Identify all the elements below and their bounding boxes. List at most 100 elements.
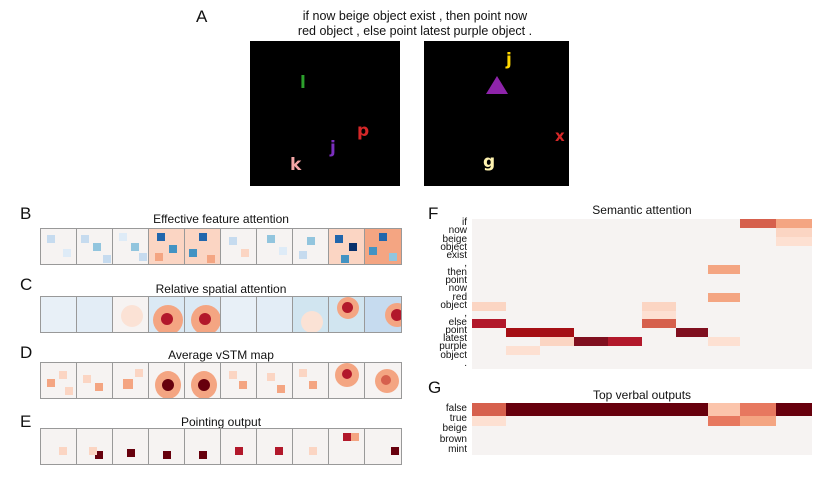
vstm-cell	[76, 362, 113, 399]
panel-label-a: A	[196, 7, 208, 26]
pointing-cell	[364, 428, 402, 465]
semantic-word: point	[445, 324, 467, 336]
feature-cell	[184, 228, 221, 265]
heat-cell	[708, 403, 740, 416]
heat-cell	[472, 319, 506, 328]
verbal-output-label: mint	[448, 443, 467, 455]
scene-letter-x: x	[555, 127, 565, 145]
title-feature-attention: Effective feature attention	[153, 212, 289, 226]
title-pointing-output: Pointing output	[180, 415, 262, 429]
heat-cell	[540, 337, 574, 346]
heat-cell	[776, 219, 812, 228]
heat-cell	[776, 403, 812, 416]
semantic-word: purple	[439, 341, 467, 353]
feature-cell	[148, 228, 185, 265]
instruction-line-2: red object , else point latest purple ob…	[297, 24, 533, 38]
panel-label-g: G	[428, 378, 442, 397]
pointing-cell	[256, 428, 293, 465]
title-spatial-attention: Relative spatial attention	[155, 282, 287, 296]
feature-cell	[76, 228, 113, 265]
scene-letter-k: k	[290, 155, 302, 175]
verbal-output-label: false	[445, 403, 467, 414]
heat-cell	[472, 302, 506, 311]
semantic-word: if	[462, 217, 467, 228]
spatial-cell	[292, 296, 329, 333]
vstm-cell	[328, 362, 365, 399]
semantic-word: ,	[464, 308, 467, 320]
semantic-word: else	[448, 316, 467, 328]
spatial-cell	[112, 296, 149, 333]
spatial-cell	[184, 296, 221, 333]
spatial-cell	[76, 296, 113, 333]
spatial-cell	[328, 296, 365, 333]
heat-cell	[608, 337, 642, 346]
heat-cell	[540, 328, 574, 337]
scene-letter-j: j	[330, 138, 336, 158]
heat-cell	[472, 403, 506, 416]
heat-cell	[506, 346, 540, 355]
verbal-output-label: beige	[442, 423, 467, 435]
semantic-word: red	[452, 291, 467, 303]
heat-cell	[676, 328, 708, 337]
vstm-cell	[220, 362, 257, 399]
spatial-cell	[40, 296, 77, 333]
pointing-cell	[112, 428, 149, 465]
verbal-output-label: brown	[439, 433, 467, 445]
semantic-word-list: if now beige object exist , then point n…	[420, 217, 467, 370]
title-vstm-map: Average vSTM map	[168, 348, 274, 362]
spatial-cell	[220, 296, 257, 333]
heat-cell	[740, 403, 776, 416]
semantic-word: now	[448, 283, 467, 295]
semantic-word: ,	[464, 258, 467, 270]
instruction-line-1: if now beige object exist , then point n…	[302, 9, 528, 23]
feature-cell	[328, 228, 365, 265]
heat-cell	[740, 219, 776, 228]
feature-cell	[40, 228, 77, 265]
feature-cell	[256, 228, 293, 265]
verbal-output-labels: false true beige brown mint	[420, 403, 467, 455]
verbal-outputs-heatmap	[472, 403, 812, 455]
spatial-cell	[256, 296, 293, 333]
heat-cell	[642, 302, 676, 311]
heat-cell	[506, 403, 708, 416]
pointing-output-strip	[40, 428, 402, 466]
heat-cell	[776, 237, 812, 246]
vstm-cell	[40, 362, 77, 399]
vstm-map-strip	[40, 362, 402, 400]
feature-cell	[364, 228, 402, 265]
heat-cell	[708, 337, 740, 346]
scene-left: l p j k	[250, 41, 400, 186]
vstm-cell	[292, 362, 329, 399]
heat-cell	[642, 311, 676, 319]
heat-cell	[708, 416, 740, 426]
heat-cell	[708, 265, 740, 274]
heat-cell	[776, 228, 812, 237]
panel-label-d: D	[20, 343, 33, 362]
vstm-cell	[112, 362, 149, 399]
feature-attention-strip	[40, 228, 402, 266]
semantic-word: object	[440, 349, 467, 361]
semantic-word: latest	[443, 333, 467, 345]
panel-label-f: F	[428, 204, 439, 223]
heat-cell	[574, 337, 608, 346]
spatial-cell	[148, 296, 185, 333]
heat-cell	[506, 328, 540, 337]
pointing-cell	[328, 428, 365, 465]
feature-cell	[220, 228, 257, 265]
semantic-attention-heatmap	[472, 219, 812, 369]
pointing-cell	[220, 428, 257, 465]
scene-letter-p: p	[357, 121, 370, 141]
panel-label-c: C	[20, 275, 33, 294]
vstm-cell	[256, 362, 293, 399]
semantic-word: object	[440, 299, 467, 311]
semantic-word: .	[464, 358, 467, 370]
scene-right: j x g	[424, 41, 569, 186]
heat-cell	[642, 319, 676, 328]
vstm-cell	[148, 362, 185, 399]
pointing-cell	[292, 428, 329, 465]
semantic-word: point	[445, 275, 467, 287]
heat-cell	[472, 416, 506, 426]
spatial-cell	[364, 296, 402, 333]
spatial-attention-strip	[40, 296, 402, 334]
semantic-word: beige	[442, 233, 467, 245]
